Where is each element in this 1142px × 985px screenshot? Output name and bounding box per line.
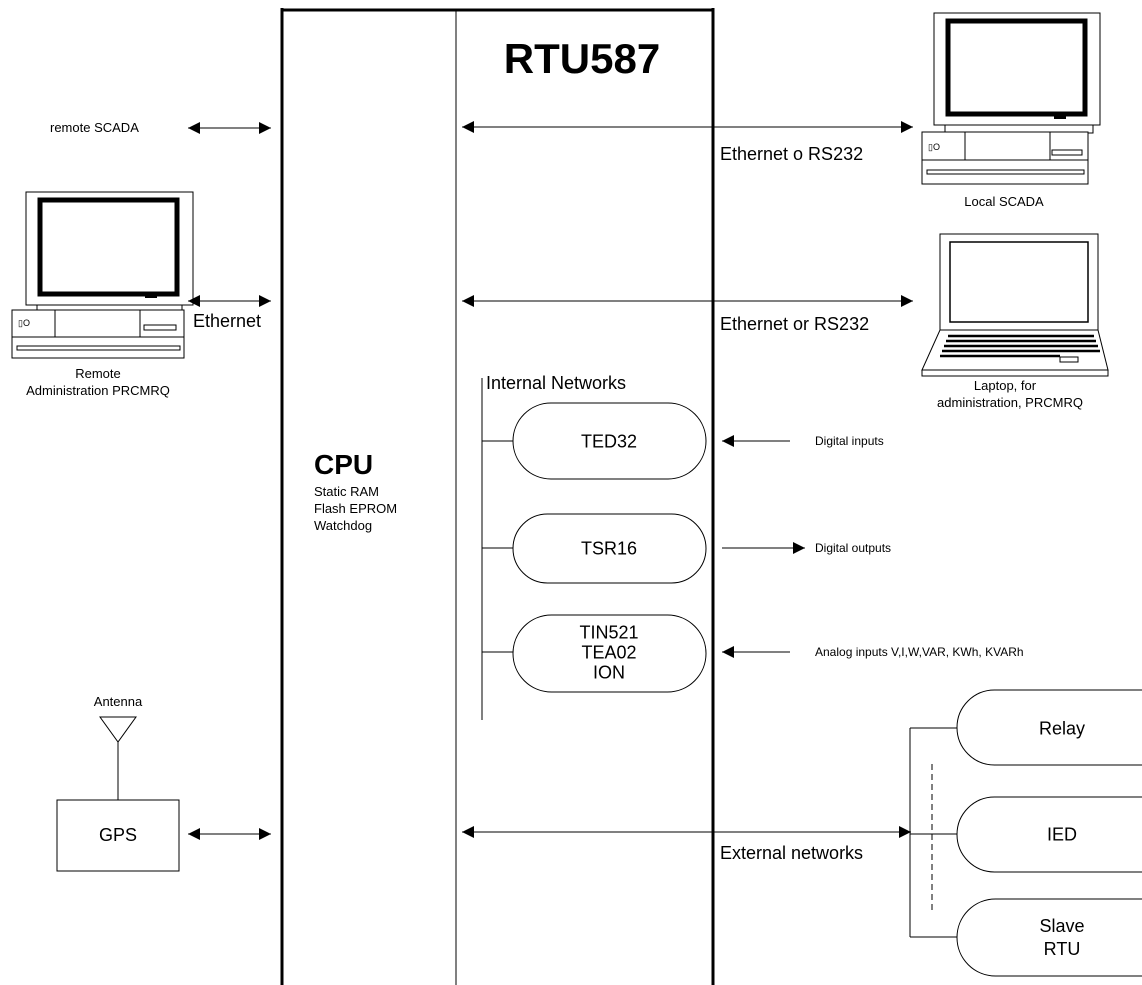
external-bus (909, 728, 933, 937)
cpu-title: CPU (314, 449, 373, 480)
rtu-title: RTU587 (504, 35, 660, 82)
antenna-label: Antenna (94, 694, 143, 709)
device-label: TSR16 (581, 538, 637, 558)
external-link-label: External networks (720, 843, 863, 863)
gps-label: GPS (99, 825, 137, 845)
internal-networks-title: Internal Networks (486, 373, 626, 393)
local-scada-computer-icon: ▯O (921, 12, 1101, 185)
svg-text:▯O: ▯O (928, 142, 940, 152)
device-label: TED32 (581, 431, 637, 451)
remote-scada-label: remote SCADA (50, 120, 139, 135)
signal-label: Digital inputs (815, 434, 884, 448)
module-ted32: TED32 Digital inputs (482, 402, 884, 480)
laptop-label: Laptop, for (974, 378, 1037, 393)
device-label: TIN521 (579, 622, 638, 642)
cpu-feature: Watchdog (314, 518, 372, 533)
local-scada-link-label: Ethernet o RS232 (720, 144, 863, 164)
remote-admin-label: Administration PRCMRQ (26, 383, 170, 398)
device-label: Relay (1039, 718, 1085, 738)
device-label: ION (593, 662, 625, 682)
laptop-label: administration, PRCMRQ (937, 395, 1083, 410)
external-device-ied: IED (910, 796, 1142, 873)
signal-label: Digital outputs (815, 541, 891, 555)
cpu-feature: Flash EPROM (314, 501, 397, 516)
svg-text:▯O: ▯O (18, 318, 30, 328)
cpu-feature: Static RAM (314, 484, 379, 499)
remote-admin-label: Remote (75, 366, 121, 381)
rtu-box (280, 8, 715, 985)
external-device-relay: Relay (910, 689, 1142, 766)
device-label: IED (1047, 824, 1077, 844)
device-label: TEA02 (581, 642, 636, 662)
remote-admin-computer-icon: ▯O (11, 191, 194, 359)
laptop-icon (921, 233, 1109, 377)
device-label: Slave (1039, 916, 1084, 936)
signal-label: Analog inputs V,I,W,VAR, KWh, KVARh (815, 645, 1024, 659)
antenna-icon (99, 716, 137, 800)
device-label: RTU (1044, 939, 1081, 959)
module-tsr16: TSR16 Digital outputs (482, 513, 891, 584)
laptop-link-label: Ethernet or RS232 (720, 314, 869, 334)
local-scada-label: Local SCADA (964, 194, 1044, 209)
gps-box (56, 799, 180, 872)
ethernet-label: Ethernet (193, 311, 261, 331)
